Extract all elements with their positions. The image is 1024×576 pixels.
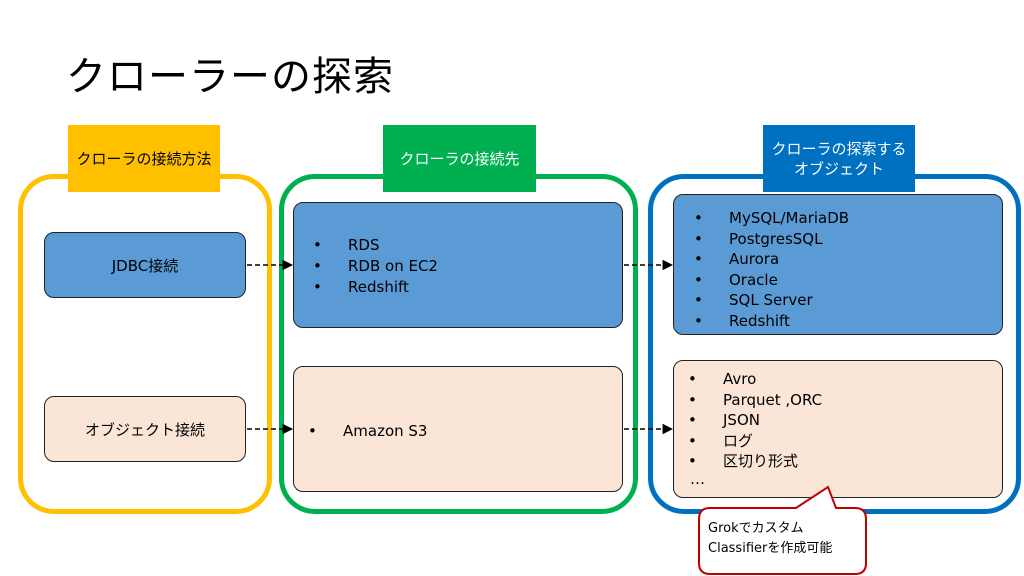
list-item: PostgresSQL — [694, 229, 849, 250]
grok-callout-text: Grokでカスタム Classifierを作成可能 — [708, 519, 832, 559]
list-item: JSON — [688, 410, 822, 431]
object-targets-list: Amazon S3 — [308, 421, 428, 442]
list-item: Avro — [688, 369, 822, 390]
list-item: Oracle — [694, 270, 849, 291]
jdbc-connection-label: JDBC接続 — [111, 256, 179, 275]
list-item: Amazon S3 — [308, 421, 428, 442]
explored-object-header-line2: オブジェクト — [793, 159, 884, 178]
jdbc-targets-list: RDS RDB on EC2 Redshift — [313, 235, 438, 298]
list-item: ログ — [688, 431, 822, 452]
list-item: Redshift — [313, 277, 438, 298]
connection-method-header: クローラの接続方法 — [68, 125, 220, 192]
list-item: RDS — [313, 235, 438, 256]
databases-list: MySQL/MariaDB PostgresSQL Aurora Oracle … — [694, 208, 849, 332]
list-item: Redshift — [694, 311, 849, 332]
object-connection-label: オブジェクト接続 — [84, 420, 205, 439]
list-item: SQL Server — [694, 290, 849, 311]
explored-object-header-line1: クローラの探索する — [771, 139, 907, 158]
object-connection-box: オブジェクト接続 — [44, 396, 246, 462]
connection-method-header-label: クローラの接続方法 — [76, 149, 212, 168]
connection-target-header: クローラの接続先 — [383, 125, 536, 192]
jdbc-connection-box: JDBC接続 — [44, 232, 246, 298]
list-item: RDB on EC2 — [313, 256, 438, 277]
formats-list: Avro Parquet ,ORC JSON ログ 区切り形式 — [688, 369, 822, 472]
explored-object-header: クローラの探索する オブジェクト — [763, 125, 915, 192]
formats-more: … — [690, 470, 705, 488]
connection-method-group — [18, 174, 272, 514]
list-item: Aurora — [694, 249, 849, 270]
callout-line-2: Classifierを作成可能 — [708, 541, 833, 556]
list-item: MySQL/MariaDB — [694, 208, 849, 229]
page-title: クローラーの探索 — [66, 54, 394, 100]
list-item: 区切り形式 — [688, 451, 822, 472]
list-item: Parquet ,ORC — [688, 390, 822, 411]
callout-line-1: Grokでカスタム — [708, 521, 804, 536]
connection-target-header-label: クローラの接続先 — [399, 149, 520, 168]
jdbc-targets-box — [293, 202, 623, 328]
